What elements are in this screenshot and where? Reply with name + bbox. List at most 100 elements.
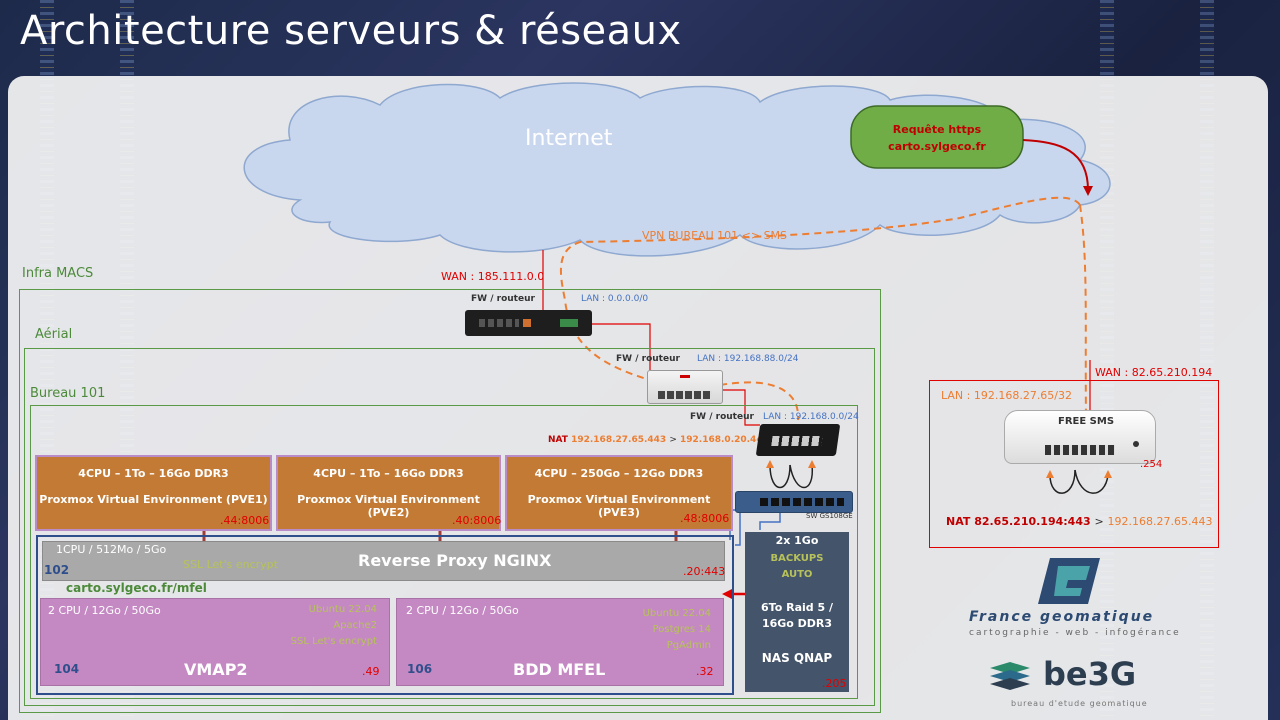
lan-line-fw1-fw2 [592,323,651,370]
loop-arrow [769,464,791,488]
vmap2-sw2: Apache2 [333,620,377,631]
france-geomatique-tagline: cartographie - web - infogérance [969,628,1181,638]
vmap2-ip: .49 [362,665,380,678]
fw3-nat-src: 192.168.27.65.443 [571,435,667,445]
fw3-lan-label: LAN : 192.168.0.0/24 [763,412,859,422]
pve1-spec: 4CPU – 1To – 16Go DDR3 [78,467,229,480]
fw2-lan-label: LAN : 192.168.88.0/24 [697,354,799,364]
switch-icon [735,491,853,513]
vpn-down-line [1079,204,1087,421]
proxy-ip: .20:443 [683,565,726,578]
sms-lan-label: LAN : 192.168.27.65/32 [941,389,1073,402]
zone-aerial-label: Aérial [35,327,73,342]
pve1-port: .44:8006 [220,514,270,527]
loop-arrow [1049,469,1076,494]
nas-name: NAS QNAP [761,651,833,665]
lan-line-fw2-fw3 [720,389,760,426]
fw3-label: FW / routeur [690,412,754,422]
proxy-id: 102 [44,563,70,577]
internet-label: Internet [525,126,613,151]
loop-arrow [789,464,813,488]
proxy-ssl: SSL Let's encrypt [183,558,278,571]
fw3-nat-rule: NAT 192.168.27.65.443 > 192.168.0.20.443 [548,435,769,445]
pve3-spec: 4CPU – 250Go – 12Go DDR3 [534,467,704,480]
vpn-label: VPN BUREAU 101 <> SMS [642,229,788,242]
vmap2-id: 104 [54,662,80,676]
fw3-nat-dst: 192.168.0.20.443 [680,435,769,445]
bdd-ip: .32 [696,665,714,678]
be3g-logo-icon [990,662,1030,690]
sms-nat-label: NAT 82.65.210.194:443 [946,515,1091,528]
https-request-line2: carto.sylgeco.fr [888,140,986,153]
page-title: Architecture serveurs & réseaux [20,8,682,54]
fw2-router-icon [647,370,723,404]
pve3-name: Proxmox Virtual Environment (PVE3) [527,493,711,519]
bdd-sw2: Postgres 14 [652,624,711,635]
zone-aerial [24,348,875,706]
pve2-name: Proxmox Virtual Environment (PVE2) [297,493,480,519]
zone-bureau-101 [30,405,858,699]
pve1-node: 4CPU – 1To – 16Go DDR3 Proxmox Virtual E… [35,455,272,531]
pve3-node: 4CPU – 250Go – 12Go DDR3 Proxmox Virtual… [505,455,733,531]
fw1-lan-label: LAN : 0.0.0.0/0 [581,294,649,304]
https-request-line1: Requête https [892,123,982,136]
loop-arrow [1074,469,1109,494]
zone-bureau-label: Bureau 101 [30,386,106,401]
free-sms-zone [929,380,1219,548]
fw3-router-icon [755,424,841,456]
be3g-name: be3G [1043,655,1137,693]
pve2-node: 4CPU – 1To – 16Go DDR3 Proxmox Virtual E… [276,455,501,531]
free-sms-device-icon [1004,410,1156,464]
fw1-label: FW / routeur [471,294,535,304]
fw1-wan-label: WAN : 185.111.0.0 [441,270,545,283]
sms-name: FREE SMS [1058,416,1115,427]
vmap2-sw3: SSL Let's encrypt [290,636,377,647]
vmap2-box [40,598,390,686]
sms-wan-label: WAN : 82.65.210.194 [1095,366,1213,379]
nas-backup1: BACKUPS [770,553,824,564]
sms-nat-rule: NAT 82.65.210.194:443 > 192.168.27.65.44… [946,515,1213,528]
fw3-nat-prefix: NAT [548,435,568,445]
vmap2-sw1: Ubuntu 22.04 [308,604,377,615]
fw3-nat-arrow: > [669,435,677,445]
be3g-tagline: bureau d'etude geomatique [1011,699,1148,708]
nas-raid1: 6To Raid 5 / [761,601,833,614]
zone-infra-macs [19,289,881,713]
sms-ip: .254 [1140,459,1163,470]
zone-infra-label: Infra MACS [22,266,94,281]
fw2-label: FW / routeur [616,354,680,364]
pve1-name: Proxmox Virtual Environment (PVE1) [39,493,268,506]
bdd-box [396,598,724,686]
https-request-arrow [1022,139,1089,191]
vmap2-name: VMAP2 [184,660,248,679]
nas-backup2: AUTO [781,569,813,580]
bdd-sw1: Ubuntu 22.04 [642,608,711,619]
nas-ip: .205 [822,677,847,690]
proxy-url: carto.sylgeco.fr/mfel [66,581,207,595]
vm-container [36,535,734,695]
sms-nat-arrow: > [1094,515,1104,528]
proxy-name: Reverse Proxy NGINX [358,551,552,570]
vmap2-spec: 2 CPU / 12Go / 50Go [48,604,161,617]
pve2-spec: 4CPU – 1To – 16Go DDR3 [313,467,464,480]
https-request-bubble [850,105,1024,169]
nas-disks: 2x 1Go [775,534,819,547]
vpn-to-fw3-line [719,381,800,421]
switch-label: SW GS108GE [806,512,853,520]
nas-box [745,532,849,692]
sms-nat-dst: 192.168.27.65.443 [1107,515,1213,528]
switch-cable [759,510,781,530]
bdd-spec: 2 CPU / 12Go / 50Go [406,604,519,617]
fw1-router-icon [465,310,592,336]
bdd-name: BDD MFEL [513,660,606,679]
reverse-proxy-box [42,541,725,581]
france-geomatique-logo-icon [1038,558,1100,604]
france-geomatique-name: France geomatique [969,609,1155,625]
nas-raid2: 16Go DDR3 [761,617,833,630]
proxy-spec: 1CPU / 512Mo / 5Go [56,543,167,556]
bdd-sw3: PgAdmin [666,640,711,651]
pve2-port: .40:8006 [452,514,502,527]
bdd-id: 106 [407,662,433,676]
pve3-port: .48:8006 [680,512,730,525]
